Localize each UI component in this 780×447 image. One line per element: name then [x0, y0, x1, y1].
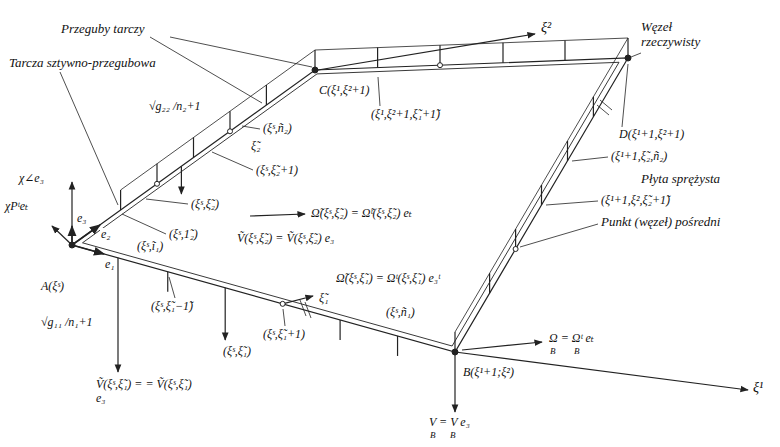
axis-label: ξ² — [540, 20, 552, 36]
point-label: (ξ¹+1,ξ̃₂,ñ₂) — [610, 150, 668, 164]
force-arrow — [52, 226, 72, 245]
axis-arrow — [318, 34, 535, 70]
force-arrow — [225, 288, 226, 340]
point-label: C(ξ¹,ξ²+1) — [318, 84, 371, 98]
vector-label: χ∠e₃ — [18, 172, 45, 186]
leader-line — [170, 37, 312, 67]
leader-line — [60, 72, 118, 205]
point-label: (ξˢ,ñ₂) — [262, 122, 293, 136]
post — [377, 48, 378, 68]
leader-line — [622, 64, 628, 127]
corner-node — [452, 349, 458, 355]
point-label: ξ̃₁ — [318, 292, 329, 306]
post — [120, 190, 121, 210]
vector-label: Ṽ(ξˢ,ξ̃₁) = = Ṽ(ξˢ,ξ̃₁) e₃ — [95, 378, 202, 406]
vector-label: Ω̃(ξˢ,ξ̃₂) = Ω̃ᵗ(ξˢ,ξ̃₂) eₜ — [310, 207, 413, 221]
point-label: ξ̃₂ — [250, 140, 261, 154]
leader-line — [572, 157, 608, 161]
vector-label: Ṽ(ξˢ,ξ̃₂) = Ṽ(ξˢ,ξ̃₂) e₃ — [236, 232, 335, 246]
subscript: B — [449, 430, 457, 440]
post — [567, 141, 568, 161]
leader-line — [122, 214, 166, 234]
vector-label: Ω̃(ξˢ,ξ̃₁) = Ωᵗ(ξˢ,ξ̃₁) e₃ᵗ — [335, 272, 441, 286]
tick-mark — [597, 105, 609, 115]
part-name: Punkt (węzeł) pośredni — [600, 215, 721, 230]
subscript: B — [549, 346, 557, 356]
point-label: (ξˢ,ξ̃₁−1̃) — [150, 300, 194, 314]
vector-label: e₁ — [104, 258, 116, 272]
post — [564, 40, 565, 60]
leader-line — [146, 199, 188, 204]
moment-arrow — [462, 342, 542, 350]
point-label: (ξˢ,1̃₂) — [168, 228, 199, 242]
force-arrow — [181, 166, 182, 194]
post — [340, 320, 341, 340]
point-label: (ξˢ,ξ̃₁+1) — [262, 328, 306, 342]
post — [193, 138, 194, 158]
vector-label: e₃ — [76, 212, 88, 226]
point-label: D(ξ¹+1,ξ²+1) — [618, 128, 685, 142]
leader-line — [631, 53, 641, 57]
post — [593, 97, 594, 117]
moment-arrow — [250, 214, 305, 216]
axis-label: ξ¹ — [752, 380, 764, 396]
leader-line — [378, 77, 380, 106]
vector-label: Ω = Ωᵗ eₜ — [548, 332, 595, 346]
leader-line — [242, 126, 260, 129]
hinge — [438, 63, 443, 68]
part-name: Przeguby tarczy — [60, 22, 146, 37]
point-label: (ξˢ,ñ₁) — [385, 306, 416, 320]
frame-outer — [72, 58, 628, 352]
subscript: B — [429, 430, 437, 440]
dimension: √g₁₁ /n₁+1 — [40, 316, 94, 330]
post — [167, 272, 168, 292]
point-label: A(ξˢ) — [40, 280, 65, 294]
point-label: (ξˢ,ĩ₁) — [136, 240, 164, 254]
leader-line — [169, 277, 175, 298]
point-label: (ξˢ,ξ̃₂) — [190, 198, 220, 212]
vector-label: V = V e₃ — [428, 416, 471, 430]
post — [541, 185, 542, 205]
axis-arrow — [455, 352, 748, 390]
force-arrow — [454, 352, 455, 412]
part-name: Węzeł rzeczywisty — [640, 20, 717, 50]
hinge — [513, 247, 518, 252]
force-arrow — [117, 258, 118, 372]
leader-line — [212, 152, 253, 170]
point-label: (ξˢ,ξ̃₁) — [222, 345, 252, 359]
dimension: √g₂₂ /n₂+1 — [148, 100, 202, 114]
hinge — [155, 181, 160, 186]
post — [502, 43, 503, 63]
tick-mark — [305, 302, 311, 318]
subscript: B — [573, 346, 581, 356]
point-label: (ξ¹+1,ξ²,ξ̃₂+1̃) — [600, 194, 671, 208]
point-label: (ξ¹,ξ²+1,ξ̃₁+1̃) — [370, 108, 441, 122]
moment-arrow — [283, 296, 313, 304]
moment-arrow — [71, 182, 72, 245]
frame-inner — [83, 62, 620, 346]
part-name: Tarcza sztywno-przegubowa — [8, 56, 157, 71]
point-label: B(ξ¹+1;ξ²) — [462, 366, 515, 380]
part-name: Płyta sprężysta — [640, 172, 721, 187]
hinge — [280, 301, 285, 306]
hinge — [228, 129, 233, 134]
post — [489, 273, 490, 293]
corner-node — [625, 55, 631, 61]
post — [266, 85, 267, 105]
base-vector — [72, 225, 100, 245]
leader-line — [546, 201, 598, 205]
corner-node — [312, 67, 318, 73]
corner-node — [69, 242, 75, 248]
vector-label: e₂ — [100, 228, 112, 242]
post — [397, 336, 398, 356]
vector-label: χPᵗeₜ — [4, 200, 29, 214]
point-label: (ξˢ,ξ̃₂+1) — [255, 164, 299, 178]
leader-line — [520, 224, 598, 247]
leader-line — [150, 37, 262, 103]
leader-line — [283, 309, 285, 326]
base-vector — [72, 245, 104, 254]
plate-surface — [121, 38, 628, 332]
